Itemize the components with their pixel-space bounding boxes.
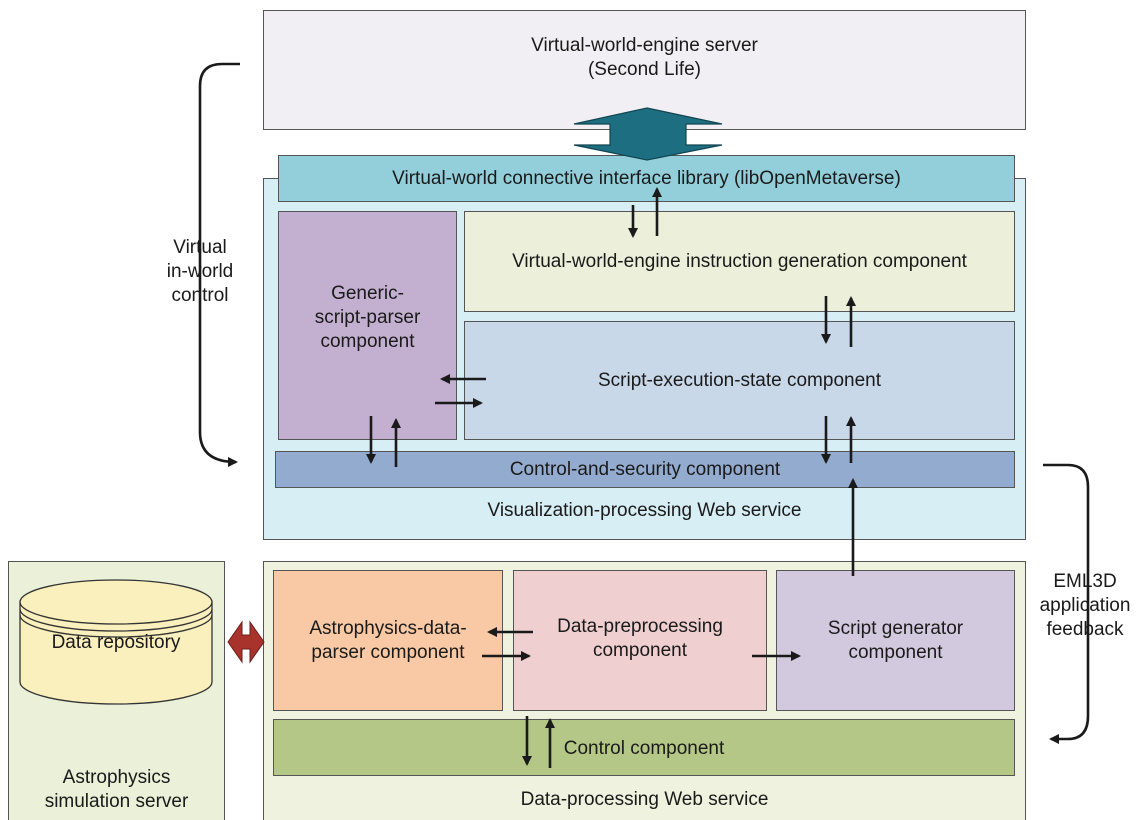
connective-interface-library-label: Virtual-world connective interface libra… (392, 167, 901, 189)
script-execution-state-label: Script-execution-state component (597, 369, 882, 391)
generic-script-parser-label: Generic- script-parser component (314, 282, 421, 352)
eml3d-application-feedback-label: EML3D application feedback (1030, 570, 1140, 642)
control-and-security-label: Control-and-security component (509, 458, 781, 480)
instruction-generation-component: Virtual-world-engine instruction generat… (464, 211, 1015, 312)
eml3d-feedback-bracket (1043, 463, 1090, 744)
instruction-generation-label: Virtual-world-engine instruction generat… (512, 250, 967, 272)
data-preprocessing-label: Data-preprocessing component (557, 615, 723, 661)
control-and-security-component: Control-and-security component (275, 451, 1015, 488)
script-execution-state-component: Script-execution-state component (464, 321, 1015, 440)
data-repository-label: Data repository (51, 632, 181, 653)
astrophysics-data-parser-component: Astrophysics-data- parser component (273, 570, 503, 711)
script-generator-label: Script generator component (827, 617, 964, 663)
control-component-label: Control component (563, 738, 725, 759)
virtual-in-world-control-bracket (198, 62, 240, 467)
astrophysics-data-parser-label: Astrophysics-data- parser component (309, 617, 467, 663)
astrophysics-simulation-server-label: Astrophysics simulation server (44, 767, 189, 812)
generic-script-parser-component: Generic- script-parser component (278, 211, 457, 440)
virtual-world-engine-server-label: Virtual-world-engine server (Second Life… (531, 35, 758, 80)
data-processing-service-title: Data-processing Web service (520, 789, 769, 810)
teal-double-arrow (573, 107, 723, 161)
data-preprocessing-component: Data-preprocessing component (513, 570, 767, 711)
script-generator-component: Script generator component (776, 570, 1015, 711)
data-repository-cylinder (19, 579, 213, 705)
visualization-service-title: Visualization-processing Web service (487, 500, 802, 521)
control-component: Control component (273, 719, 1015, 776)
red-double-arrow (227, 620, 265, 664)
